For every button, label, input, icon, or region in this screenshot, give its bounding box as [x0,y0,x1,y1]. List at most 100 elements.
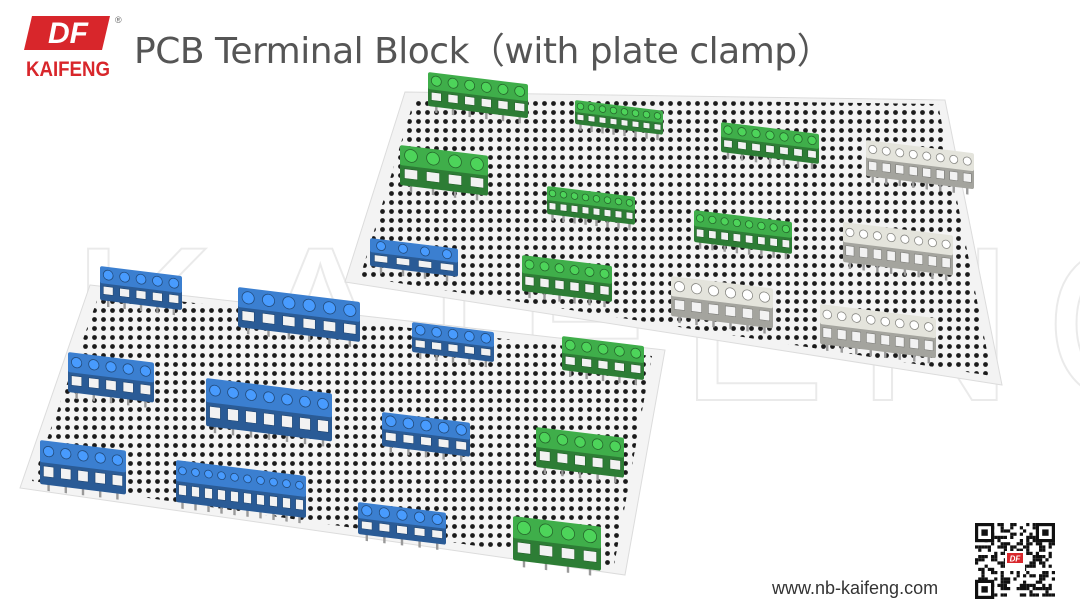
qr-module [1029,574,1033,578]
qr-module [1026,571,1030,575]
qr-module [981,545,985,549]
terminal-screw [152,275,163,287]
front-board-terminal-block-6 [206,378,332,447]
terminal-screw [591,438,604,450]
qr-module [1003,545,1007,549]
front-board [19,266,666,576]
terminal-screw [690,283,702,295]
terminal-wire-opening [609,117,618,126]
logo-text: DF [48,17,89,50]
terminal-wire-opening [872,248,882,260]
terminal-wire-opening [587,115,596,123]
back-board-terminal-block-5 [400,145,488,201]
terminal-wire-opening [524,275,535,287]
terminal-screw [385,415,397,427]
qr-module [997,539,1001,543]
terminal-wire-opening [431,91,442,102]
front-board-terminal-block-4 [562,336,644,386]
back-board-terminal-block-11 [671,276,773,334]
front-board-blocks [40,266,644,576]
terminal-wire-opening [569,281,580,292]
terminal-screw [751,128,761,139]
terminal-wire-opening [122,381,134,394]
qr-module [975,561,979,565]
terminal-screw [895,148,905,158]
terminal-screw [880,316,891,327]
terminal-wire-opening [481,97,492,108]
terminal-wire-opening [895,336,905,348]
terminal-screw [398,243,408,254]
terminal-screw [455,424,467,436]
terminal-screw [653,112,662,120]
qr-module [1032,587,1036,591]
terminal-wire-opening [447,343,459,353]
qr-module [994,593,998,597]
qr-module [1035,580,1039,584]
terminal-wire-opening [561,547,575,560]
terminal-screw [420,419,432,432]
terminal-screw [480,81,492,93]
terminal-screw [845,227,855,238]
back-board-terminal-block-2 [575,100,663,141]
terminal-wire-opening [570,204,579,214]
qr-module [1023,574,1027,578]
terminal-wire-opening [691,301,702,313]
terminal-screw [243,474,252,484]
terminal-wire-opening [448,173,462,186]
qr-module [1032,561,1036,565]
qr-module [1016,542,1020,546]
terminal-wire-opening [230,490,239,503]
terminal-screw [781,224,790,234]
qr-module [1035,587,1039,591]
terminal-wire-opening [737,141,747,151]
terminal-screw [497,83,509,95]
qr-module [975,558,979,562]
terminal-screw [603,196,612,204]
terminal-screw [448,154,462,169]
terminal-screw [464,331,475,342]
terminal-wire-opening [732,233,741,243]
terminal-wire-opening [241,310,255,323]
qr-module [1051,577,1055,581]
terminal-screw [620,108,629,116]
qr-module [978,555,982,559]
terminal-wire-opening [909,337,919,350]
qr-module [1039,580,1043,584]
qr-module [991,555,995,559]
terminal-screw [447,77,459,89]
qr-module [1035,593,1039,597]
terminal-screw [281,393,293,406]
terminal-screw [720,217,729,226]
terminal-wire-opening [793,148,803,157]
terminal-screw [269,477,278,487]
qr-module [981,558,985,562]
qr-module [1042,561,1046,565]
terminal-wire-opening [269,495,278,508]
terminal-wire-opening [517,541,531,555]
terminal-screw [426,151,440,166]
qr-module [1039,558,1043,562]
front-board-terminal-block-1 [100,266,182,316]
qr-module [1039,561,1043,565]
terminal-wire-opening [361,520,373,531]
terminal-wire-opening [299,416,311,431]
terminal-screw [708,285,720,297]
terminal-wire-opening [614,210,623,219]
qr-module [1051,571,1055,575]
qr-code[interactable]: DF [975,523,1055,599]
terminal-screw [470,157,484,171]
qr-module [1000,587,1004,591]
qr-module [1007,577,1011,581]
terminal-wire-opening [60,467,72,481]
terminal-screw [569,265,580,276]
terminal-wire-opening [574,454,586,467]
front-board-terminal-block-2 [238,287,360,347]
qr-module [1003,548,1007,552]
qr-module [981,555,985,559]
qr-module [1000,545,1004,549]
terminal-wire-opening [614,361,625,372]
terminal-wire-opening [402,433,414,445]
terminal-top [575,100,663,123]
website-url[interactable]: www.nb-kaifeng.com [772,578,939,598]
qr-module [1029,535,1033,539]
